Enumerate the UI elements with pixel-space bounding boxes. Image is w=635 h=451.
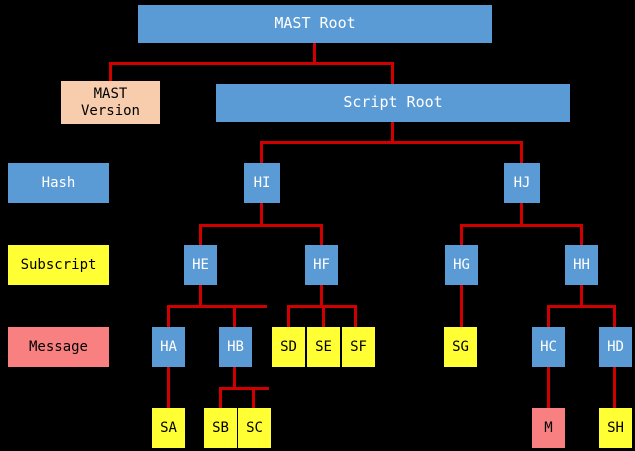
node-script-root[interactable]: Script Root: [216, 84, 570, 122]
node-sb[interactable]: SB: [204, 408, 237, 448]
edge-scriptroot-stem: [391, 121, 394, 143]
edge-he-stem: [199, 285, 202, 307]
edge-to-sd: [287, 305, 290, 328]
edge-to-hj: [520, 141, 523, 164]
edge-hi-bar: [199, 224, 323, 227]
node-hi[interactable]: HI: [244, 163, 280, 203]
node-hd[interactable]: HD: [599, 327, 632, 367]
edge-hj-stem: [520, 203, 523, 226]
edge-mastroot-stem: [313, 42, 316, 64]
node-sh[interactable]: SH: [599, 408, 632, 448]
legend-item-hash: Hash: [8, 163, 109, 203]
node-m[interactable]: M: [532, 408, 565, 448]
edge-to-hc: [547, 305, 550, 328]
edge-hg-to-sg: [460, 285, 463, 328]
edge-to-hi: [260, 141, 263, 164]
edge-to-hh: [580, 224, 583, 246]
edge-hh-stem: [580, 285, 583, 307]
edge-hb-bar: [219, 387, 269, 390]
edge-to-scriptroot: [391, 62, 394, 85]
node-ha[interactable]: HA: [152, 327, 185, 367]
edge-ha-to-sa: [167, 367, 170, 409]
node-sa[interactable]: SA: [152, 408, 185, 448]
edge-scriptroot-bar: [260, 141, 522, 144]
edge-to-hf: [320, 224, 323, 246]
edge-to-sc: [252, 387, 255, 409]
node-he[interactable]: HE: [184, 245, 217, 285]
edge-to-he: [199, 224, 202, 246]
edge-to-hd: [613, 305, 616, 328]
legend-item-message: Message: [8, 327, 109, 367]
edge-hb-stem: [233, 367, 236, 389]
node-sd[interactable]: SD: [272, 327, 305, 367]
edge-mastroot-bar: [109, 62, 394, 65]
node-hf[interactable]: HF: [305, 245, 338, 285]
node-hh[interactable]: HH: [565, 245, 598, 285]
node-mast-root[interactable]: MAST Root: [138, 5, 492, 43]
legend-item-subscript: Subscript: [8, 245, 109, 285]
node-se[interactable]: SE: [307, 327, 340, 367]
node-hb[interactable]: HB: [219, 327, 252, 367]
edge-hf-stem: [320, 285, 323, 307]
edge-to-mastversion: [109, 62, 112, 82]
node-sg[interactable]: SG: [444, 327, 477, 367]
edge-to-ha: [167, 305, 170, 328]
edge-hh-bar: [547, 305, 615, 308]
node-hc[interactable]: HC: [532, 327, 565, 367]
edge-to-sf: [354, 305, 357, 328]
edge-hd-to-sh: [613, 367, 616, 409]
edge-to-hb: [233, 305, 236, 328]
edge-to-hg: [460, 224, 463, 246]
node-hj[interactable]: HJ: [504, 163, 540, 203]
node-sf[interactable]: SF: [342, 327, 375, 367]
edge-to-sb: [219, 387, 222, 409]
edge-hj-bar: [460, 224, 583, 227]
edge-he-bar: [167, 305, 267, 308]
node-mast-version[interactable]: MAST Version: [61, 81, 160, 124]
edge-hc-to-m: [547, 367, 550, 409]
node-hg[interactable]: HG: [445, 245, 478, 285]
node-sc[interactable]: SC: [238, 408, 271, 448]
edge-hi-stem: [260, 203, 263, 226]
edge-to-se: [322, 305, 325, 328]
